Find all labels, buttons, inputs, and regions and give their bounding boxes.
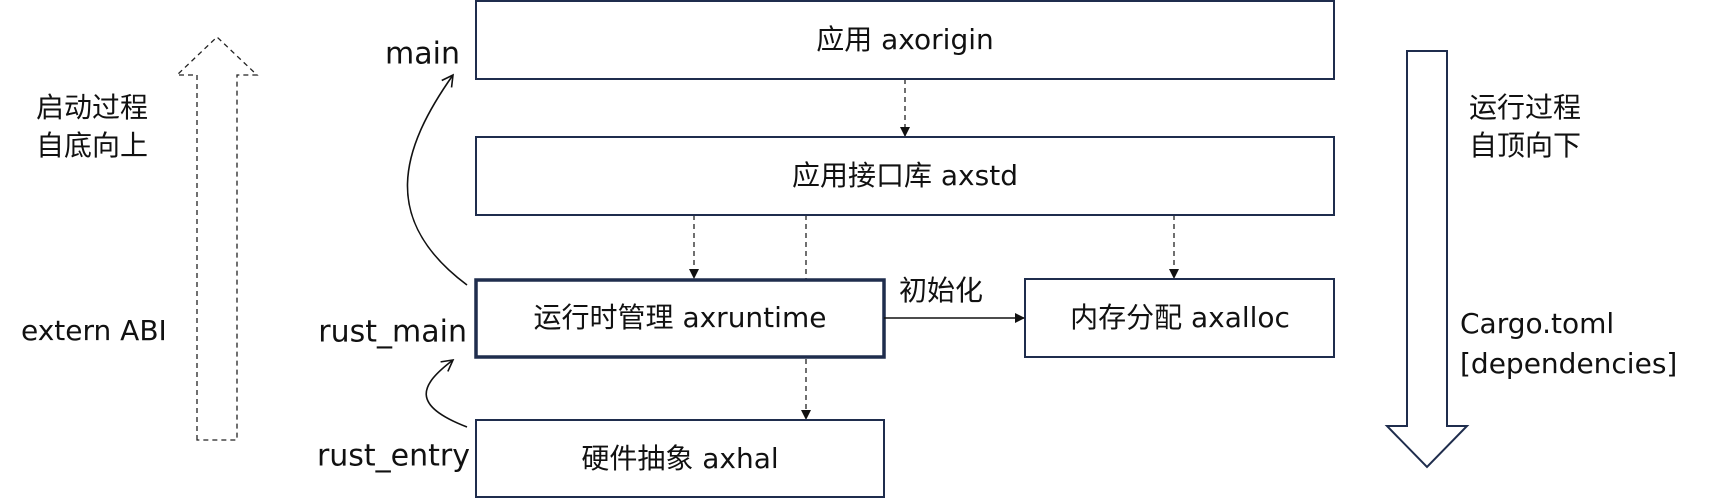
module-axhal: 硬件抽象 axhal [475,419,885,498]
module-axstd-label: 应用接口库 axstd [792,159,1018,192]
module-axalloc: 内存分配 axalloc [1024,278,1335,358]
extern-abi-label: extern ABI [21,314,167,347]
call-arrow-rust-main-to-main [406,73,468,286]
call-arrow-rust-entry-to-rust-main [425,358,468,428]
module-axstd: 应用接口库 axstd [475,136,1335,216]
cargo-toml-label: Cargo.toml [1460,307,1614,340]
module-axruntime: 运行时管理 axruntime [474,278,886,359]
rust-main-label: rust_main [318,315,467,350]
module-axorigin: 应用 axorigin [475,0,1335,80]
module-axhal-label: 硬件抽象 axhal [581,442,778,475]
runtime-note-line2: 自顶向下 [1469,129,1581,162]
dependencies-label: [dependencies] [1460,347,1677,380]
startup-note-line2: 自底向上 [36,129,148,162]
runtime-direction-arrow [1384,50,1470,469]
startup-direction-arrow [175,36,259,441]
runtime-note-line1: 运行过程 [1469,91,1581,124]
module-axorigin-label: 应用 axorigin [816,23,994,56]
module-axruntime-label: 运行时管理 axruntime [534,301,827,334]
startup-note-line1: 启动过程 [36,91,148,124]
main-label: main [385,37,460,72]
init-label: 初始化 [899,274,983,307]
rust-entry-label: rust_entry [317,439,470,474]
module-axalloc-label: 内存分配 axalloc [1070,301,1290,334]
